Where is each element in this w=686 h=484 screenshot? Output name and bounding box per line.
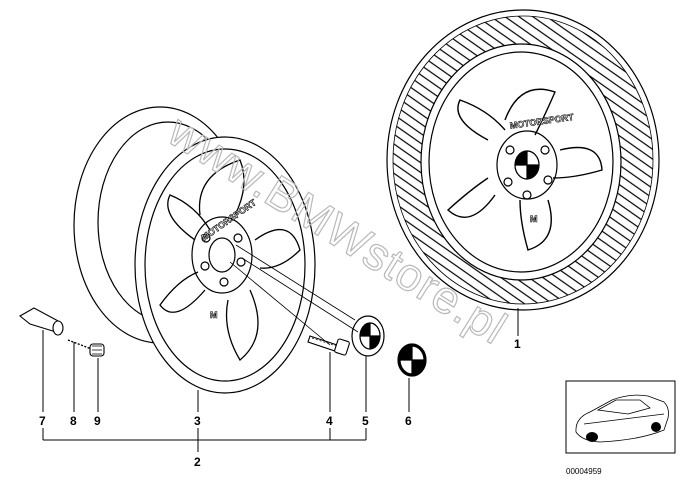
wheel-bolt <box>307 335 350 356</box>
diagram-code: 00004959 <box>566 467 602 476</box>
callout-9: 9 <box>94 414 101 428</box>
rim-face-spokes <box>159 159 301 361</box>
callout-4: 4 <box>326 414 333 428</box>
callout-2: 2 <box>194 455 201 469</box>
callout-6: 6 <box>405 414 412 428</box>
valve <box>19 307 64 336</box>
rim-emblem-bottom: M <box>210 310 218 320</box>
callout-8: 8 <box>70 414 77 428</box>
assembly-lines <box>229 244 359 346</box>
car-location-thumbnail: 00004959 <box>565 380 676 476</box>
tire-wheel-emblem-bottom: M <box>530 214 538 224</box>
callout-5: 5 <box>362 414 369 428</box>
complete-wheel-with-tire: MOTORSPORT M <box>386 9 660 311</box>
callout-lines <box>42 308 519 452</box>
callout-1: 1 <box>514 337 521 351</box>
thumb-wheel-rear <box>651 422 661 432</box>
callout-3: 3 <box>194 414 201 428</box>
thumb-wheel-front <box>586 432 598 442</box>
rim-spokes <box>446 88 603 251</box>
rim-face <box>134 136 316 394</box>
emblem <box>397 343 427 377</box>
light-alloy-rim: MOTORSPORT M <box>73 106 316 394</box>
callout-7: 7 <box>39 414 46 428</box>
valve-cap <box>89 343 105 357</box>
hub-cap-with-chrome-edge <box>351 315 385 357</box>
valve-insert <box>67 339 95 351</box>
